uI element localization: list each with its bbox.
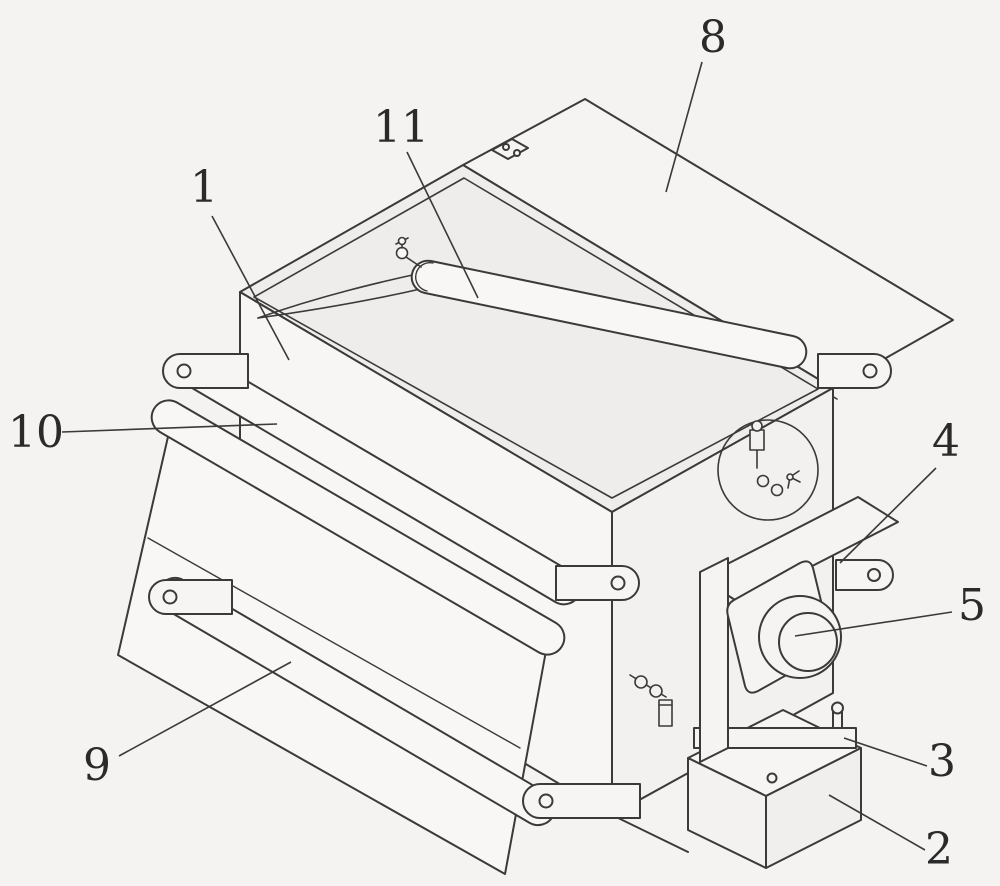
bracket-housing-side	[835, 559, 894, 591]
bracket-bolt-icon	[176, 363, 192, 379]
valve-handle-hub	[397, 236, 407, 246]
fabric-crease-line	[147, 537, 521, 749]
valve-stem	[405, 256, 422, 268]
bracket-lower-left	[148, 579, 233, 615]
detail-circle	[717, 419, 819, 521]
pin-body	[749, 429, 765, 451]
ref-label-11: 11	[373, 102, 429, 153]
ref-label-4: 4	[932, 416, 960, 467]
label-4: 4	[839, 416, 960, 564]
ref-label-10: 10	[8, 407, 64, 458]
bracket-arm	[148, 579, 233, 615]
fitting-bolt-icon	[634, 675, 648, 689]
leader-line-8	[665, 61, 703, 193]
label-1: 1	[190, 162, 290, 361]
bracket-bolt-icon	[862, 363, 878, 379]
top-roller-body	[410, 259, 808, 370]
guide-roller	[150, 399, 566, 656]
base-box-bolt-icon	[766, 772, 778, 784]
bolt-head-icon	[831, 701, 844, 715]
motor-base-plate	[693, 727, 857, 749]
pin-cap	[751, 420, 763, 432]
cloth-curve	[257, 271, 427, 319]
base-plate-bolt	[831, 701, 844, 729]
bracket-arm	[522, 783, 641, 819]
valve-hub	[786, 473, 794, 481]
top-roller	[395, 236, 808, 370]
motor-cylinder-inner	[778, 612, 838, 672]
base-box-right	[765, 747, 862, 869]
bracket-housing-top-right	[817, 353, 892, 389]
fitting-bolt-icon	[649, 684, 663, 698]
drive-assembly	[687, 496, 899, 869]
hinge-bolt-icon	[513, 149, 521, 157]
label-5: 5	[794, 580, 986, 637]
leader-line-9	[118, 661, 292, 757]
label-11: 11	[373, 102, 479, 299]
motor-bracket-plate	[699, 557, 729, 763]
leader-line-4	[839, 467, 937, 564]
label-10: 10	[8, 407, 278, 458]
bracket-bolt-icon	[538, 793, 554, 809]
bracket-arm	[555, 565, 640, 601]
ref-label-9: 9	[83, 740, 111, 791]
valve-wheel-icon	[756, 474, 770, 488]
fitting-cylinder	[658, 699, 673, 727]
label-8: 8	[665, 12, 727, 193]
leader-line-2	[828, 794, 926, 851]
side-valve-fitting	[629, 674, 673, 727]
interior-cloth	[257, 271, 427, 319]
ref-label-8: 8	[699, 12, 727, 63]
bracket-lower-right	[522, 783, 641, 819]
front-rollers	[150, 355, 582, 826]
label-2: 2	[828, 794, 953, 875]
bracket-arm	[817, 353, 892, 389]
hinge-bolt-icon	[502, 143, 510, 151]
ref-label-1: 1	[190, 162, 218, 213]
housing-base-edge	[611, 814, 689, 853]
ref-label-5: 5	[958, 580, 986, 631]
bracket-bolt-icon	[867, 568, 881, 582]
cloth-curve	[257, 287, 426, 319]
leader-line-5	[794, 611, 953, 637]
top-roller-end-cap	[415, 261, 434, 292]
leader-line-10	[61, 423, 278, 433]
bracket-bolt-icon	[610, 575, 626, 591]
ref-label-3: 3	[928, 736, 956, 787]
bracket-bolt-icon	[162, 589, 178, 605]
bracket-upper-left	[162, 353, 249, 389]
leader-line-3	[843, 737, 928, 767]
machine-drawing	[117, 98, 954, 875]
reference-labels: 8 11 1 10 4 5	[8, 12, 986, 875]
valve-wheel-icon	[770, 483, 784, 497]
ref-label-2: 2	[925, 824, 953, 875]
label-9: 9	[83, 661, 292, 791]
leader-line-1	[211, 215, 290, 361]
bracket-arm	[835, 559, 894, 591]
feed-plate-hinge	[491, 138, 529, 160]
bracket-arm	[162, 353, 249, 389]
detail-circle-callout	[717, 419, 819, 521]
bracket-upper-right	[555, 565, 640, 601]
leader-line-11	[406, 151, 479, 299]
roller-valve-fitting	[395, 236, 422, 268]
valve-body	[395, 246, 409, 260]
mounting-brackets	[148, 353, 894, 819]
label-3: 3	[843, 736, 956, 787]
